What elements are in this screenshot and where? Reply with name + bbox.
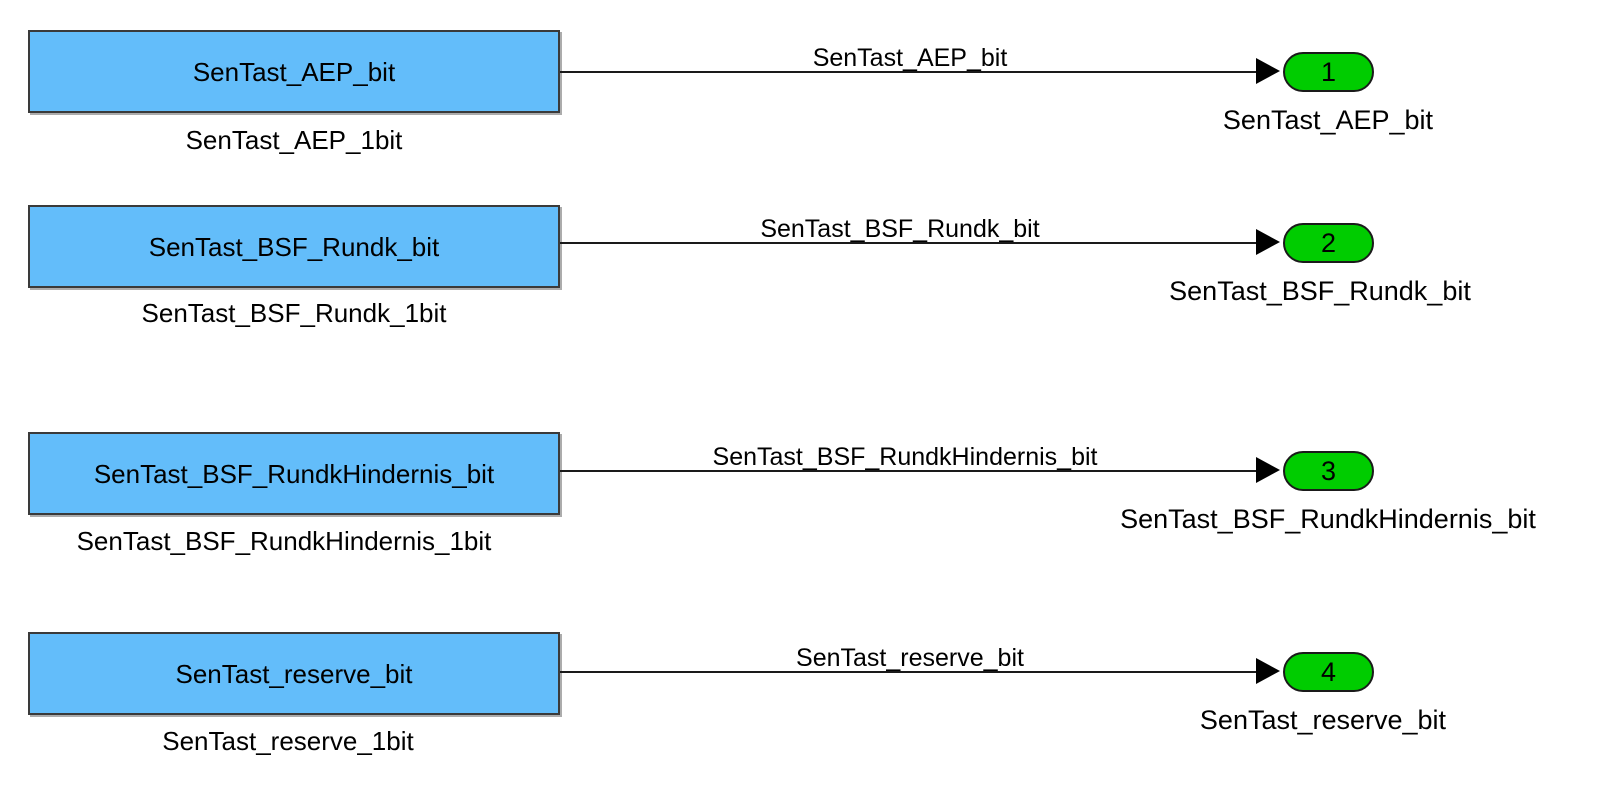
outport-block-3-number: 3 <box>1320 455 1337 486</box>
outport-block-1-name: SenTast_AEP_bit <box>1222 105 1434 135</box>
outport-block-1-number: 1 <box>1320 56 1337 87</box>
signal-label-3: SenTast_BSF_RundkHindernis_bit <box>712 443 1098 471</box>
source-block-1[interactable]: SenTast_AEP_bit <box>28 30 560 113</box>
outport-block-2[interactable]: 2 <box>1283 223 1374 263</box>
outport-block-4[interactable]: 4 <box>1283 652 1374 692</box>
source-block-1-name: SenTast_AEP_1bit <box>185 125 403 155</box>
signal-label-2: SenTast_BSF_Rundk_bit <box>760 215 1040 243</box>
signal-arrowhead-1 <box>1256 58 1280 84</box>
signal-label-4: SenTast_reserve_bit <box>796 644 1024 672</box>
source-block-4-name: SenTast_reserve_1bit <box>162 726 414 756</box>
signal-label-1: SenTast_AEP_bit <box>812 44 1008 72</box>
signal-arrowhead-2 <box>1256 229 1280 255</box>
source-block-3-name: SenTast_BSF_RundkHindernis_1bit <box>76 526 492 556</box>
outport-block-3-name: SenTast_BSF_RundkHindernis_bit <box>1120 504 1536 534</box>
outport-block-2-number: 2 <box>1320 227 1337 258</box>
outport-block-4-number: 4 <box>1320 656 1337 687</box>
source-block-2-name: SenTast_BSF_Rundk_1bit <box>141 298 447 328</box>
source-block-3[interactable]: SenTast_BSF_RundkHindernis_bit <box>28 432 560 515</box>
signal-wire-3[interactable] <box>560 470 1260 472</box>
source-block-2-label: SenTast_BSF_Rundk_bit <box>148 231 440 262</box>
source-block-4-label: SenTast_reserve_bit <box>175 658 413 689</box>
source-block-4[interactable]: SenTast_reserve_bit <box>28 632 560 715</box>
source-block-2[interactable]: SenTast_BSF_Rundk_bit <box>28 205 560 288</box>
signal-arrowhead-3 <box>1256 457 1280 483</box>
signal-wire-2[interactable] <box>560 242 1260 244</box>
outport-block-1[interactable]: 1 <box>1283 52 1374 92</box>
signal-arrowhead-4 <box>1256 658 1280 684</box>
signal-wire-4[interactable] <box>560 671 1260 673</box>
source-block-1-label: SenTast_AEP_bit <box>192 56 396 87</box>
source-block-3-label: SenTast_BSF_RundkHindernis_bit <box>93 458 495 489</box>
signal-wire-1[interactable] <box>560 71 1260 73</box>
outport-block-3[interactable]: 3 <box>1283 451 1374 491</box>
outport-block-4-name: SenTast_reserve_bit <box>1199 705 1447 735</box>
outport-block-2-name: SenTast_BSF_Rundk_bit <box>1169 276 1471 306</box>
